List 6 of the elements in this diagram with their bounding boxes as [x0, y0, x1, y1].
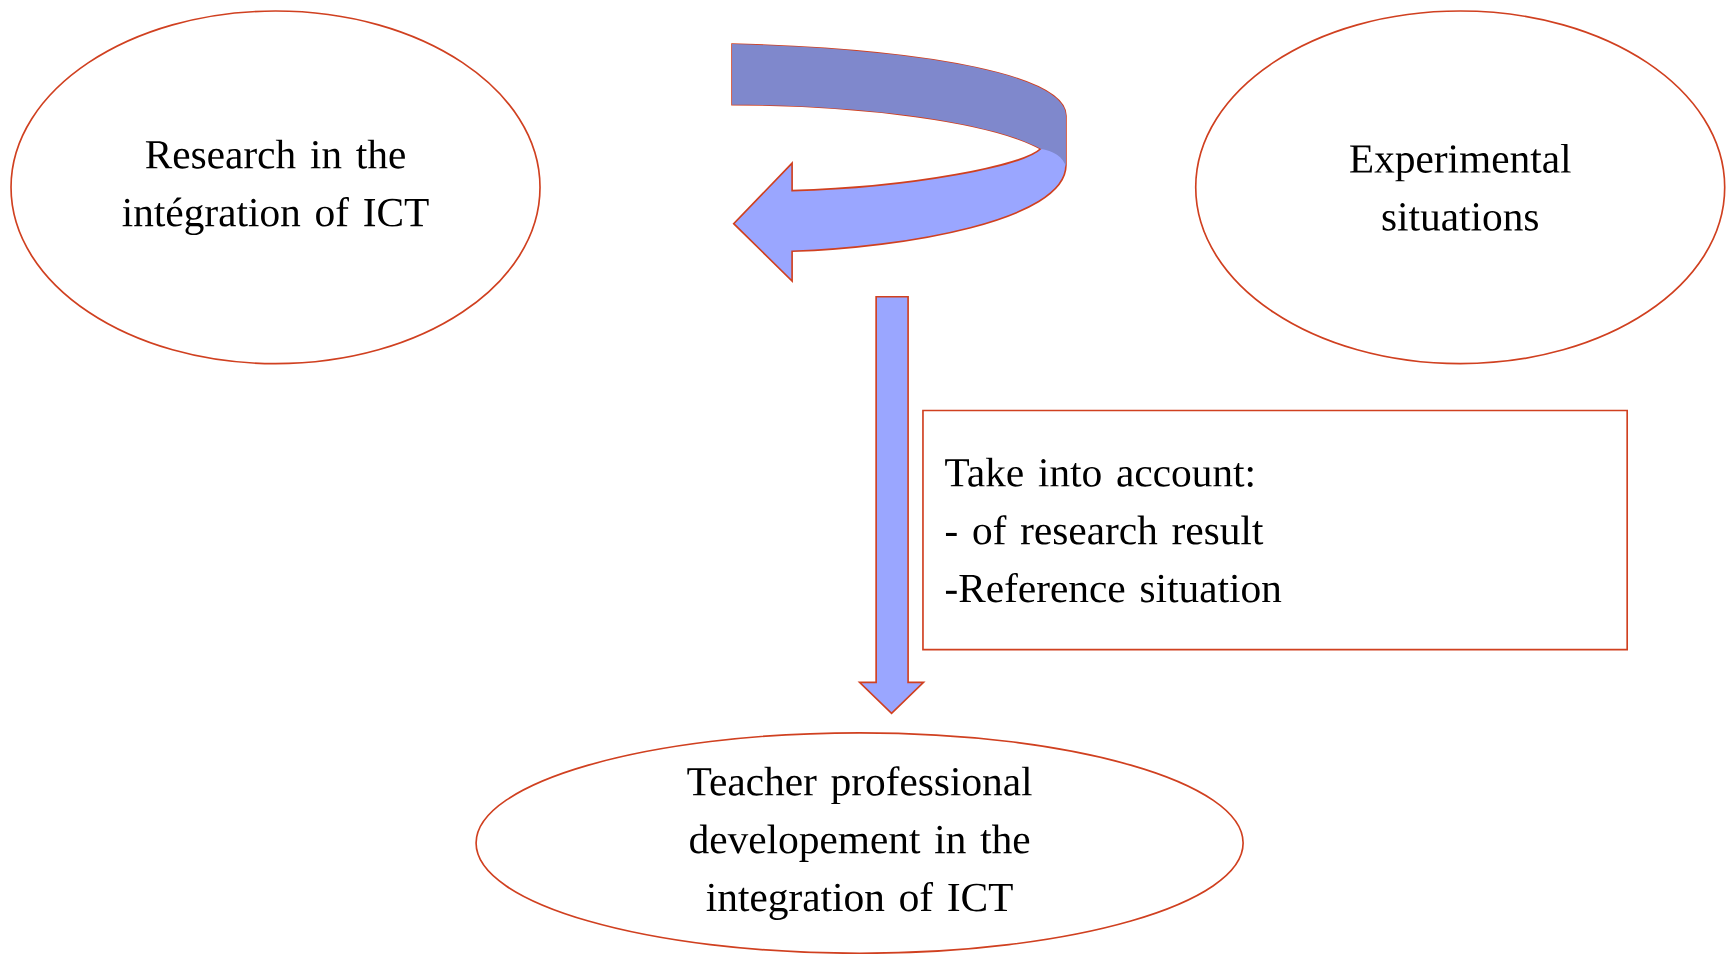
ellipse-node: Research in the intégration of ICT [10, 10, 541, 365]
down-arrow [857, 295, 926, 715]
text-box: Take into account: - of research result -Reference situation [922, 409, 1628, 651]
curved-arrow [731, 43, 1067, 282]
ellipse-node: Experimental situations [1194, 10, 1726, 365]
ellipse-node: Teacher professional developement in the integration of ICT [475, 731, 1244, 954]
